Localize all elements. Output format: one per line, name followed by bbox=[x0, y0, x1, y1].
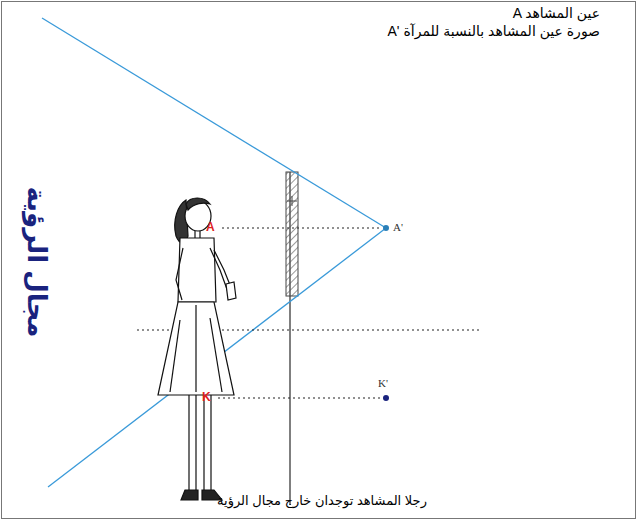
image-point bbox=[383, 395, 389, 401]
view-ray bbox=[42, 18, 386, 228]
viewer-figure bbox=[158, 198, 236, 500]
field-of-view-title: مجال الرؤية bbox=[20, 187, 51, 338]
key-text: A' صورة عين المشاهد بالنسبة للمرآة bbox=[388, 23, 600, 40]
point-label: K bbox=[202, 390, 211, 404]
guide-line bbox=[222, 227, 382, 228]
point-label: A bbox=[206, 220, 215, 234]
view-ray bbox=[48, 228, 386, 487]
caption: رجلا المشاهد توجدان خارج مجال الرؤية bbox=[217, 493, 427, 509]
image-point-label: A' bbox=[393, 221, 403, 234]
key-text: A عين المشاهد bbox=[513, 5, 600, 22]
mirror bbox=[286, 172, 298, 296]
guide-line bbox=[218, 397, 382, 398]
mirror-mark bbox=[287, 201, 297, 202]
image-point bbox=[383, 225, 389, 231]
image-point-label: K' bbox=[378, 377, 388, 390]
